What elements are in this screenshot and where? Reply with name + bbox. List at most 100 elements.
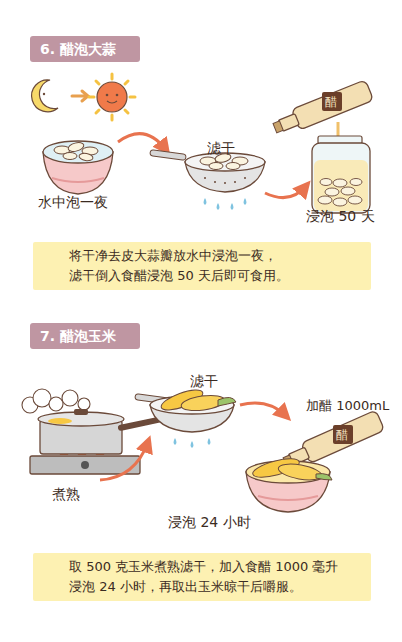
cooking-pot <box>74 409 88 415</box>
garlic-jar <box>320 179 332 186</box>
moon-icon <box>32 80 58 112</box>
node-text: 7. 醋泡玉米 <box>40 323 140 349</box>
colander <box>150 150 265 210</box>
colander <box>204 177 206 179</box>
flow-arrow <box>240 403 286 416</box>
vinegar-bottle <box>271 80 374 139</box>
flow-arrow <box>100 442 148 480</box>
sun-icon <box>89 74 135 120</box>
step-tag: 6. 醋泡大蒜 <box>30 36 140 62</box>
vinegar-bottle <box>273 121 283 133</box>
flow-arrow <box>118 134 166 150</box>
sun-icon <box>97 82 127 112</box>
garlic-jar <box>348 196 362 204</box>
flow-arrow <box>265 186 306 198</box>
sun-icon <box>130 96 135 99</box>
steam <box>78 398 90 410</box>
day-arrow <box>72 91 88 101</box>
sun-icon <box>116 94 119 97</box>
colander <box>244 177 246 179</box>
sun-icon <box>107 101 117 103</box>
sun-icon <box>111 74 114 79</box>
step-label: 加醋 1000mL <box>306 398 389 414</box>
garlic-jar <box>318 179 362 207</box>
steam <box>33 389 51 407</box>
cooking-pot <box>48 418 72 424</box>
colander <box>204 198 247 210</box>
garlic-jar <box>312 143 370 213</box>
step-label: 浸泡 24 小时 <box>168 514 251 530</box>
colander <box>174 438 211 448</box>
colander <box>159 386 236 414</box>
colander <box>135 386 236 448</box>
garlic-jar <box>325 188 339 196</box>
node-text: 取 500 克玉米煮熟滤干，加入食醋 1000 毫升 浸泡 24 小时，再取出玉… <box>69 557 345 597</box>
water-bowl <box>43 141 113 163</box>
step-label: 浸泡 50 天 <box>306 208 375 224</box>
flow-arrow <box>240 403 286 416</box>
colander <box>218 397 236 406</box>
node-text: 将干净去皮大蒜瓣放水中浸泡一夜， 滤干倒入食醋浸泡 50 天后即可食用。 <box>69 246 345 286</box>
instruction-note: 将干净去皮大蒜瓣放水中浸泡一夜， 滤干倒入食醋浸泡 50 天后即可食用。 <box>33 242 371 290</box>
water-bowl <box>78 152 93 161</box>
bottle-label <box>333 425 353 444</box>
garlic-jar <box>318 196 332 204</box>
water-bowl <box>52 178 104 182</box>
garlic-jar <box>314 160 368 211</box>
colander <box>208 438 211 445</box>
garlic-jar <box>341 187 355 195</box>
colander <box>226 163 240 170</box>
colander <box>204 198 207 205</box>
step-label: 水中泡一夜 <box>38 194 108 210</box>
colander <box>234 181 236 183</box>
day-arrow <box>72 91 88 101</box>
garlic-jar <box>333 179 347 187</box>
corn-bowl <box>277 461 323 482</box>
flow-arrow <box>100 442 148 480</box>
colander <box>209 163 223 170</box>
vinegar-bottle <box>301 410 385 463</box>
colander <box>231 203 234 210</box>
bottle-label <box>322 92 342 111</box>
sun-icon <box>106 94 109 97</box>
step-tag: 7. 醋泡玉米 <box>30 323 140 349</box>
garlic-jar <box>350 179 362 186</box>
moon-icon <box>43 93 45 95</box>
step-label: 煮熟 <box>52 486 80 502</box>
garlic-jar <box>312 136 370 213</box>
colander <box>244 198 247 205</box>
colander <box>224 182 226 184</box>
moon-icon <box>32 80 58 112</box>
sun-icon <box>125 81 128 84</box>
sun-icon <box>125 110 128 113</box>
instruction-note: 取 500 克玉米煮熟滤干，加入食醋 1000 毫升 浸泡 24 小时，再取出玉… <box>33 553 371 601</box>
cooking-pot <box>30 409 162 474</box>
step-label: 滤干 <box>190 373 218 389</box>
bottle-label <box>333 425 353 444</box>
colander <box>214 181 216 183</box>
bottle-label-text: 醋 <box>336 427 348 443</box>
sun-icon <box>89 74 135 120</box>
water-bowl <box>63 153 77 160</box>
bottle-label-text: 醋 <box>325 94 337 110</box>
colander <box>191 441 194 448</box>
flow-arrow <box>118 134 166 150</box>
steam <box>49 397 63 411</box>
colander <box>150 150 186 161</box>
sun-icon <box>89 96 94 99</box>
colander <box>217 203 220 210</box>
flow-arrow <box>265 186 306 198</box>
corn-bowl <box>251 455 332 483</box>
node-text: 6. 醋泡大蒜 <box>40 36 140 62</box>
vinegar-bottle <box>291 80 373 130</box>
garlic-jar <box>333 198 347 206</box>
cooking-pot <box>81 461 89 469</box>
corn-bowl <box>246 455 332 512</box>
bottle-label <box>322 92 342 111</box>
steam <box>62 390 78 406</box>
cooking-pot <box>30 456 140 474</box>
colander <box>204 177 246 184</box>
